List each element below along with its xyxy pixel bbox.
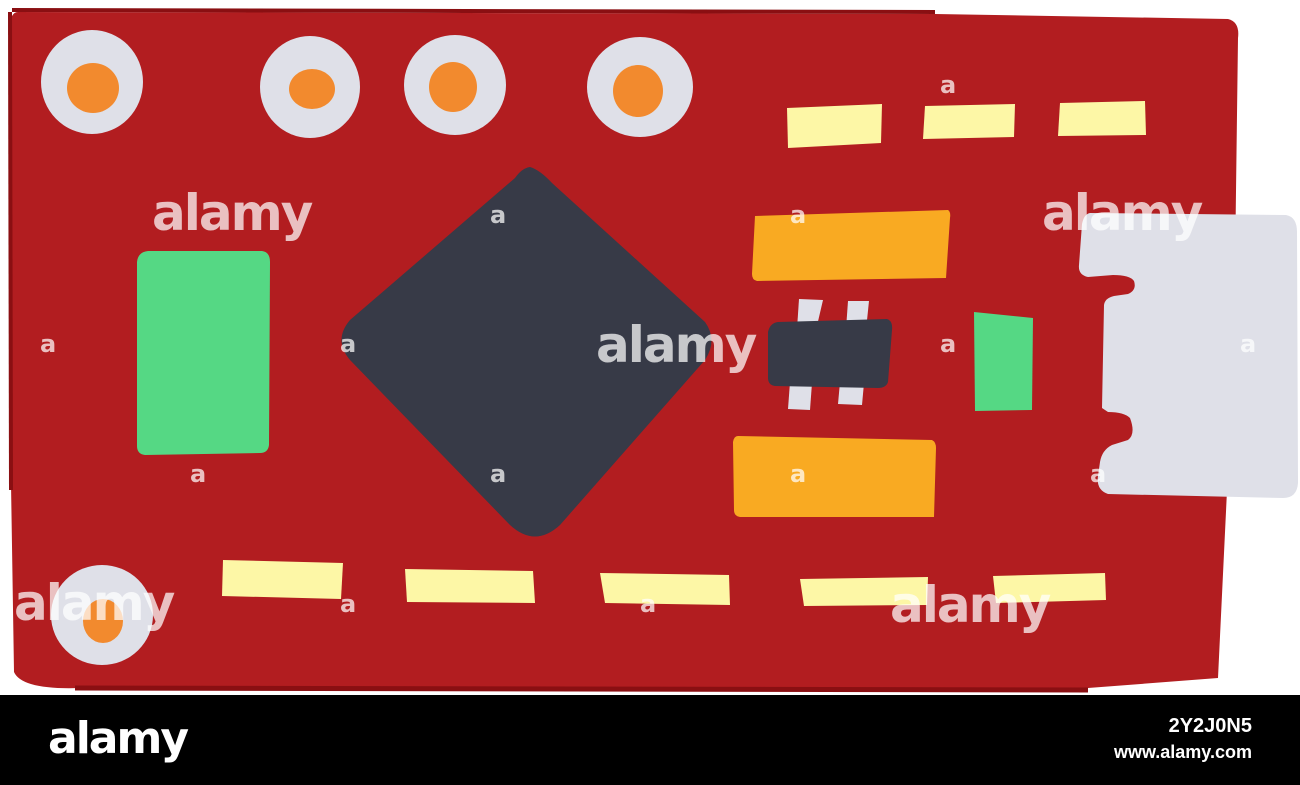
watermark-letter: a	[190, 460, 206, 488]
watermark-letter: a	[1240, 330, 1256, 358]
watermark-word: alamy	[152, 184, 313, 242]
transistor	[768, 299, 893, 410]
watermark-word: alamy	[14, 574, 175, 632]
orange-resistor	[752, 210, 951, 281]
solder-pad	[405, 569, 535, 603]
mounting-hole	[260, 36, 360, 138]
circuit-board-illustration: alamy alamy alamy alamy alamy a a a a a …	[8, 8, 1298, 693]
mounting-hole	[404, 35, 506, 135]
watermark-letter: a	[490, 460, 506, 488]
watermark-word: alamy	[1042, 184, 1203, 242]
watermark-word: alamy	[890, 576, 1051, 634]
mounting-hole	[587, 37, 693, 137]
watermark-letter: a	[790, 201, 806, 229]
green-capacitor	[137, 251, 270, 455]
watermark-letter: a	[40, 330, 56, 358]
microcontroller-chip	[341, 167, 712, 537]
small-green-component	[974, 312, 1033, 411]
usb-port	[1078, 213, 1298, 498]
solder-pad	[800, 577, 928, 606]
solder-pad	[787, 104, 882, 148]
image-id: 2Y2J0N5	[1168, 715, 1252, 737]
footer-meta: 2Y2J0N5 www.alamy.com	[1114, 713, 1252, 765]
pcb-board-top-edge	[11, 8, 936, 14]
pcb-board-left-edge	[8, 11, 13, 491]
solder-pad	[923, 104, 1015, 139]
watermark-letter: a	[940, 71, 956, 99]
solder-pad	[222, 560, 343, 599]
solder-pad	[1058, 101, 1146, 136]
orange-resistor	[733, 436, 936, 517]
mounting-hole	[51, 565, 153, 665]
watermark-letter: a	[790, 460, 806, 488]
watermark-letter: a	[340, 330, 356, 358]
pcb-board-bottom-edge	[74, 685, 1089, 693]
watermark-letter: a	[940, 330, 956, 358]
watermark-letter: a	[1090, 460, 1106, 488]
mounting-hole	[41, 30, 143, 134]
watermark-letter: a	[490, 201, 506, 229]
watermark-letter: a	[340, 590, 356, 618]
watermark-letter: a	[640, 590, 656, 618]
site-url: www.alamy.com	[1113, 742, 1252, 762]
watermark: alamy alamy alamy alamy alamy a a a a a …	[14, 71, 1256, 634]
solder-pad	[993, 573, 1106, 603]
footer-logo: alamy	[48, 713, 189, 764]
footer-bar: alamy 2Y2J0N5 www.alamy.com	[0, 695, 1300, 785]
watermark-word: alamy	[596, 316, 757, 374]
solder-pad	[600, 573, 730, 605]
